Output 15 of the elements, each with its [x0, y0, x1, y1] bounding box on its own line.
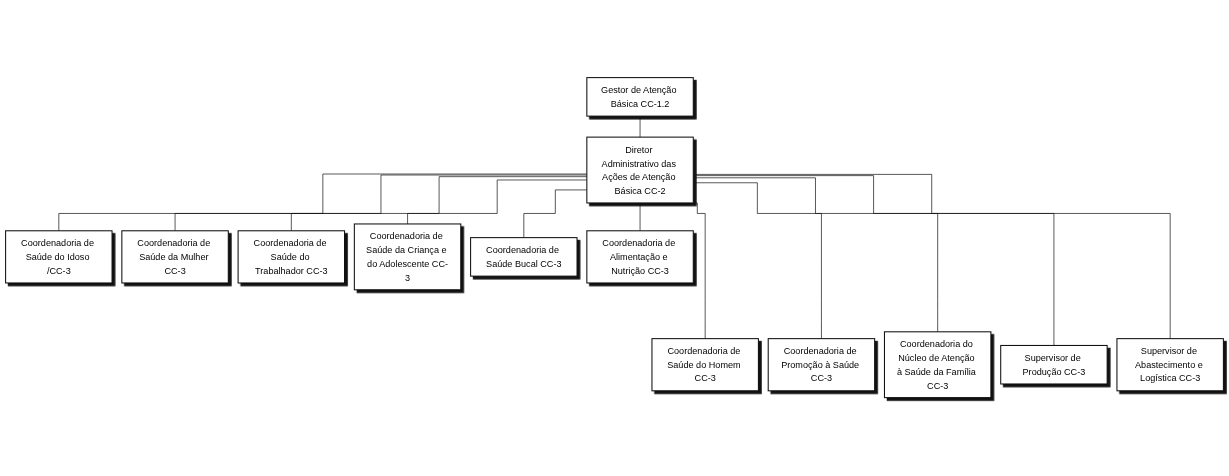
node-box: Supervisor de Abastecimento e Logística CC-3	[1116, 338, 1224, 392]
node-box: Coordenadoria de Promoção à Saúde CC-3	[767, 338, 876, 392]
node-box: Coordenadoria de Saúde da Mulher CC-3	[121, 230, 229, 284]
node-box: Coordenadoria de Saúde do Homem CC-3	[651, 338, 759, 392]
node-box: Gestor de Atenção Básica CC-1.2	[586, 77, 694, 117]
connector	[639, 203, 641, 232]
node-box: Coordenadoria de Saúde do Idoso /CC-3	[5, 230, 113, 284]
node-box: Coordenadoria de Saúde da Criança e do Adolescente CC-3	[353, 223, 462, 291]
connector	[639, 116, 641, 138]
node-box: Coordenadoria de Saúde Bucal CC-3	[470, 237, 578, 278]
node-box: Supervisor de Produção CC-3	[1000, 345, 1108, 385]
node-box: Coordenadoria de Saúde do Trabalhador CC-3	[237, 230, 346, 284]
node-box: Coordenadoria do Núcleo de Atenção à Saúde da Família CC-3	[883, 331, 992, 399]
node-box: Diretor Administrativo das Ações de Atenção Básica CC-2	[586, 136, 694, 204]
node-box: Coordenadoria de Alimentação e Nutrição CC-3	[586, 230, 694, 284]
